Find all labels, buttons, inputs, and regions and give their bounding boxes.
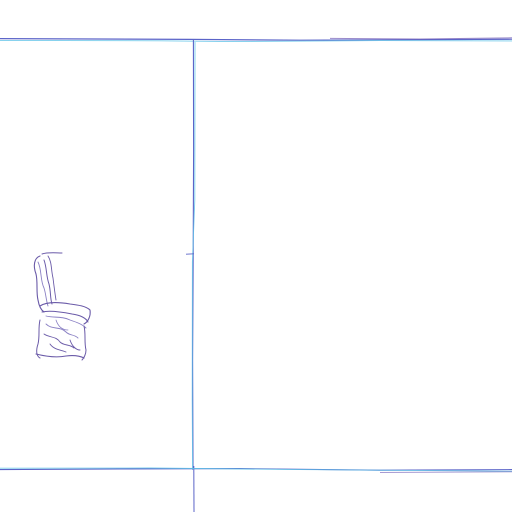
frame-line-top-dark [0, 38, 512, 41]
seated-figure-sketch-icon [33, 252, 91, 361]
frame-line-top [0, 37, 512, 43]
frame-line-vertical [185, 39, 196, 512]
frame-line-bottom-violet [379, 471, 512, 473]
frame-line-top-violet [329, 37, 512, 40]
frame-line-bottom-light [0, 467, 512, 472]
frame-line-top-light [0, 39, 512, 43]
frame-line-bottom [0, 467, 512, 473]
frame-line-vertical-light [191, 41, 196, 471]
